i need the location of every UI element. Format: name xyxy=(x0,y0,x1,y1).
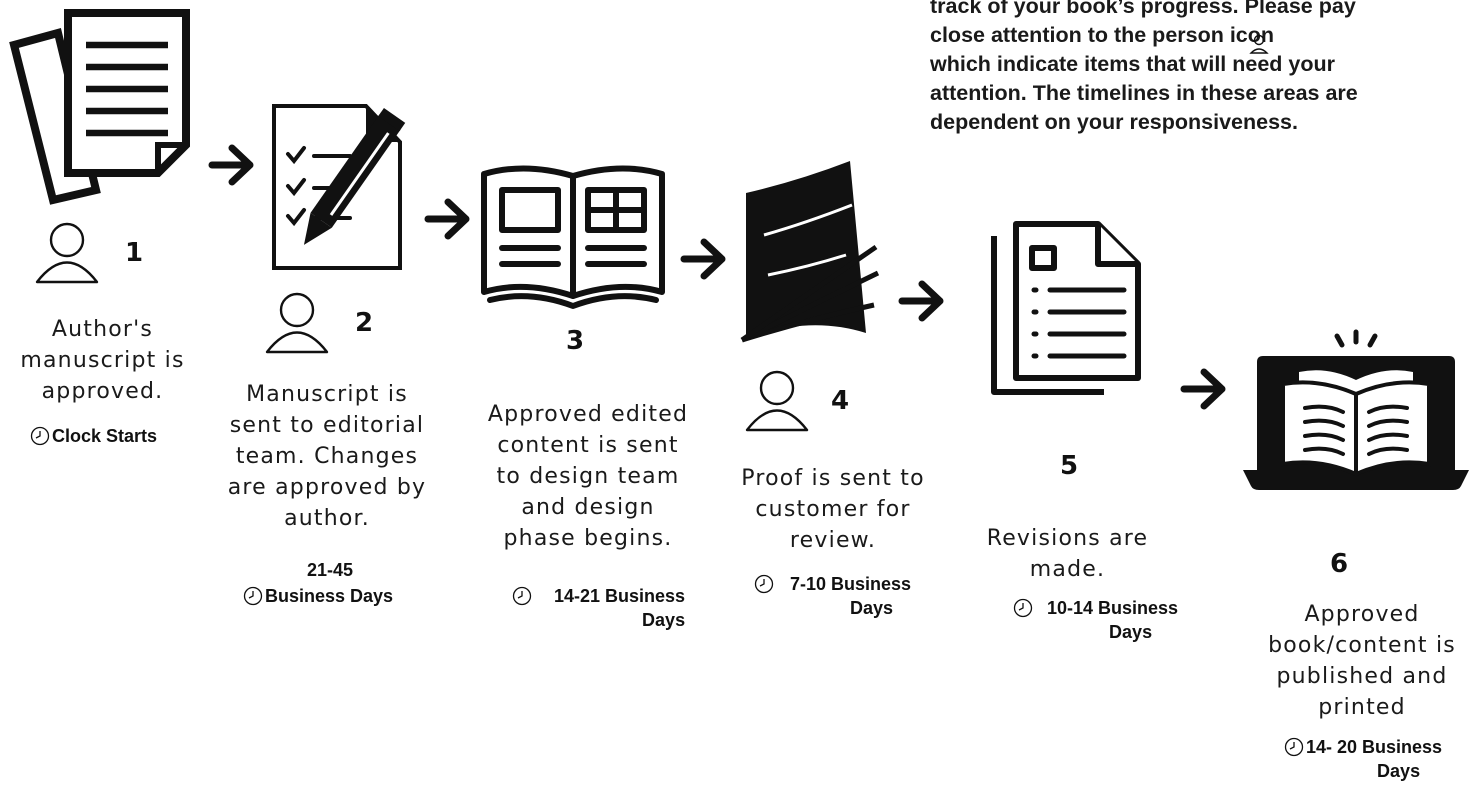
step-line: Approved edited xyxy=(487,402,689,427)
intro-text: track of your book’s progress. Please pa… xyxy=(930,0,1475,137)
clock-icon xyxy=(243,586,263,606)
timeline-text: Days xyxy=(1377,761,1421,781)
step-line: and design xyxy=(521,495,655,520)
step-description: Author's manuscript is approved. xyxy=(0,314,205,407)
step-line: Author's xyxy=(51,317,154,342)
clock-icon xyxy=(1284,737,1304,757)
step-timeline: 7-10 Business Days xyxy=(754,572,911,620)
clock-icon xyxy=(30,426,50,446)
step-timeline: Business Days xyxy=(243,584,393,608)
arrow-right-icon xyxy=(898,280,944,322)
open-magazine-icon xyxy=(481,165,665,309)
step-description: Proof is sent to customer for review. xyxy=(718,463,948,556)
inline-person-icon xyxy=(1249,34,1269,54)
timeline-text: Days xyxy=(850,598,894,618)
checklist-pen-icon xyxy=(272,104,406,270)
step-timeline-range: 21-45 xyxy=(307,560,354,580)
intro-line: dependent on your responsiveness. xyxy=(930,110,1298,134)
clock-icon xyxy=(1013,598,1033,618)
step-description: Manuscript is sent to editorial team. Ch… xyxy=(187,379,467,534)
arrow-right-icon xyxy=(208,144,254,186)
intro-line: close attention to the person icon xyxy=(930,23,1275,47)
step-line: Approved xyxy=(1304,602,1420,627)
step-line: review. xyxy=(789,528,877,553)
clock-icon xyxy=(754,574,774,594)
step-number: 2 xyxy=(355,308,374,338)
intro-line: track of your book’s progress. Please pa… xyxy=(930,0,1356,18)
step-timeline: 14- 20 Business Days xyxy=(1284,735,1442,783)
intro-line: which indicate items that will need your xyxy=(930,52,1335,76)
timeline-text: Clock Starts xyxy=(52,426,158,446)
person-icon xyxy=(265,292,329,354)
timeline-text: 10-14 Business xyxy=(1047,598,1179,618)
step-line: published and xyxy=(1276,664,1448,689)
step-description: Approved edited content is sent to desig… xyxy=(463,399,713,554)
step-line: customer for xyxy=(755,497,911,522)
step-timeline: 14-21 Business Days xyxy=(512,584,685,632)
flipping-pages-icon xyxy=(740,161,880,343)
step-number: 1 xyxy=(125,238,144,268)
step-line: to design team xyxy=(496,464,680,489)
step-description: Approved book/content is published and p… xyxy=(1240,599,1483,723)
step-timeline: 10-14 Business Days xyxy=(1013,596,1178,644)
step-line: Revisions are xyxy=(986,526,1149,551)
arrow-right-icon xyxy=(1180,368,1226,410)
step-line: phase begins. xyxy=(503,526,673,551)
documents-icon xyxy=(991,221,1141,395)
step-line: printed xyxy=(1318,695,1406,720)
step-number: 3 xyxy=(566,326,585,356)
step-line: made. xyxy=(1029,557,1106,582)
step-description: Revisions are made. xyxy=(965,523,1170,585)
step-line: manuscript is xyxy=(20,348,185,373)
timeline-text: 14-21 Business xyxy=(554,586,686,606)
person-icon xyxy=(35,222,99,284)
step-line: book/content is xyxy=(1268,633,1456,658)
step-line: Manuscript is xyxy=(246,382,408,407)
timeline-text: Days xyxy=(1109,622,1153,642)
step-number: 5 xyxy=(1060,451,1079,481)
step-line: are approved by xyxy=(227,475,427,500)
timeline-text: Days xyxy=(642,610,686,630)
step-line: content is sent xyxy=(497,433,679,458)
laptop-ebook-icon xyxy=(1243,329,1469,490)
manuscript-pages-icon xyxy=(9,9,190,205)
step-line: approved. xyxy=(41,379,164,404)
step-number: 6 xyxy=(1330,549,1349,579)
step-number: 4 xyxy=(831,386,850,416)
person-icon xyxy=(745,370,809,432)
step-line: author. xyxy=(284,506,370,531)
step-line: team. Changes xyxy=(235,444,419,469)
arrow-right-icon xyxy=(424,198,470,240)
intro-line: attention. The timelines in these areas … xyxy=(930,81,1358,105)
timeline-text: 14- 20 Business xyxy=(1306,737,1443,757)
timeline-text: Business Days xyxy=(265,586,394,606)
arrow-right-icon xyxy=(680,238,726,280)
timeline-text: 7-10 Business xyxy=(790,574,912,594)
step-line: Proof is sent to xyxy=(741,466,925,491)
step-line: sent to editorial xyxy=(229,413,425,438)
step-timeline: Clock Starts xyxy=(30,424,157,448)
clock-icon xyxy=(512,586,532,606)
